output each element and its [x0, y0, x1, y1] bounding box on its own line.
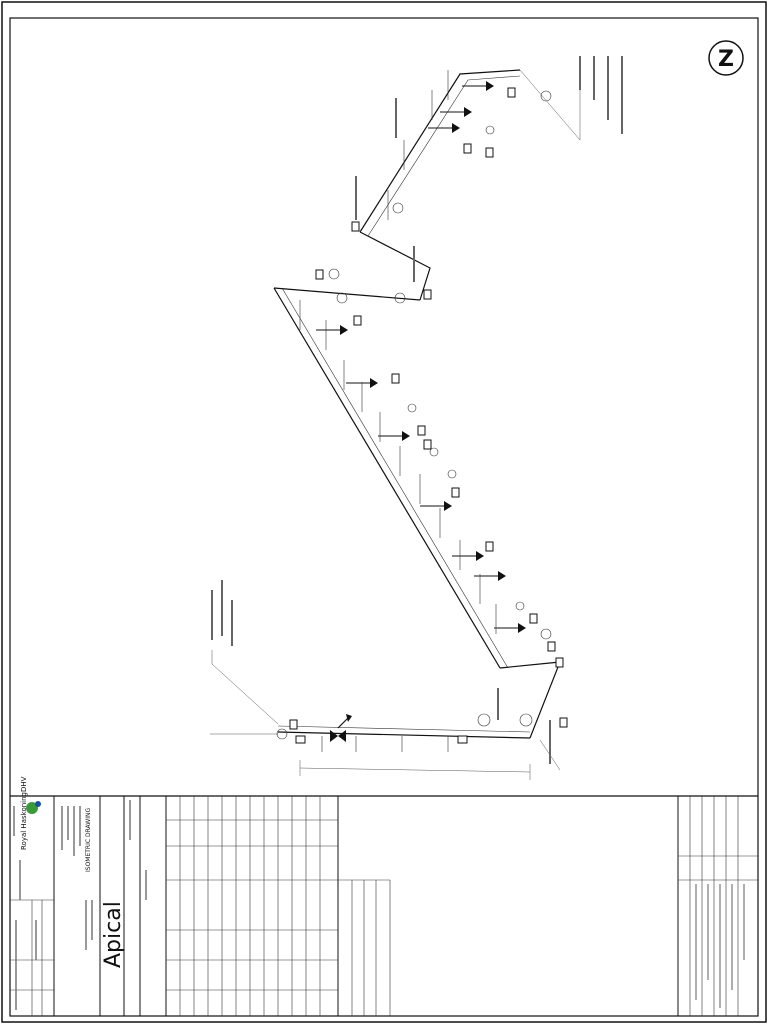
bill-of-materials-grid	[166, 796, 391, 1016]
branch-arrows-upper	[428, 81, 494, 133]
dimension-bottom	[299, 760, 531, 780]
pipe-run-lower	[273, 287, 501, 669]
leader-lines	[210, 69, 581, 771]
support-ticks	[299, 70, 497, 752]
component-circles	[276, 90, 552, 740]
title-block: Royal HaskoningDHV Apical ISOMETRIC DRAW…	[10, 776, 759, 1016]
isometric-piping	[210, 56, 623, 780]
title-block-fine-print	[13, 800, 147, 1010]
revision-table	[678, 796, 758, 1016]
pipe-run-top-short	[273, 287, 421, 301]
drawing-area-frame	[9, 17, 759, 1017]
consultant-name: Royal HaskoningDHV	[20, 776, 28, 850]
annotation-marks	[211, 56, 623, 764]
consultant-logo: Royal HaskoningDHV	[20, 776, 41, 850]
left-strip-cells	[10, 899, 54, 1016]
valve-icon	[330, 714, 352, 742]
north-letter: Z	[718, 47, 734, 72]
pipe-run-upper	[359, 69, 521, 233]
drawing-type-label: ISOMETRIC DRAWING	[85, 808, 92, 872]
north-arrow-icon: Z	[708, 40, 744, 76]
tag-boxes	[289, 87, 568, 744]
client-logo: Apical	[101, 901, 126, 968]
client-logo-text: Apical	[101, 901, 126, 968]
branch-arrows-lower	[316, 325, 526, 633]
revision-fine-print	[695, 884, 745, 1008]
pipe-run-bottom	[277, 731, 531, 739]
